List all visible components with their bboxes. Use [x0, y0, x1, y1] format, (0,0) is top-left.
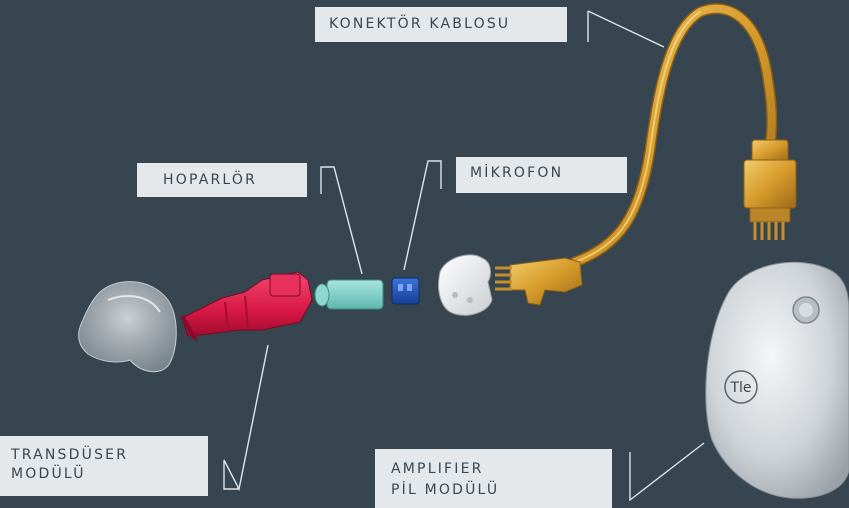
- ear-tip-clear: [79, 282, 177, 372]
- label-microphone: MİKROFON: [456, 157, 627, 193]
- label-connector-cable-text: KONEKTÖR KABLOSU: [329, 16, 567, 32]
- label-microphone-text: MİKROFON: [470, 165, 627, 181]
- leader-line-microphone: [404, 161, 441, 270]
- leader-line-connector-diag: [588, 11, 664, 47]
- leader-line-speaker: [321, 167, 362, 274]
- cable-plug-lower: [495, 258, 582, 305]
- speaker-part: [315, 280, 383, 309]
- label-amplifier-module: AMPLIFIER PİL MODÜLÜ: [375, 449, 612, 508]
- label-transducer-module: TRANSDÜSER MODÜLÜ: [0, 436, 208, 496]
- label-amplifier-line1: AMPLIFIER: [391, 459, 612, 480]
- label-speaker: HOPARLÖR: [137, 163, 307, 197]
- amplifier-battery-module: Tle: [706, 262, 849, 498]
- label-transducer-line1: TRANSDÜSER: [11, 446, 208, 465]
- leader-line-amplifier: [630, 443, 704, 500]
- microphone-part: [392, 278, 419, 304]
- label-transducer-line2: MODÜLÜ: [11, 465, 208, 484]
- transducer-module: [182, 272, 312, 340]
- label-speaker-text: HOPARLÖR: [163, 172, 307, 188]
- cable-plug-upper: [744, 140, 796, 240]
- leader-line-transducer: [224, 345, 268, 489]
- connector-housing-white: [439, 255, 492, 315]
- label-connector-cable: KONEKTÖR KABLOSU: [315, 7, 567, 42]
- connector-cable: [575, 9, 772, 262]
- device-logo-text: Tle: [729, 380, 751, 396]
- label-amplifier-line2: PİL MODÜLÜ: [391, 480, 612, 501]
